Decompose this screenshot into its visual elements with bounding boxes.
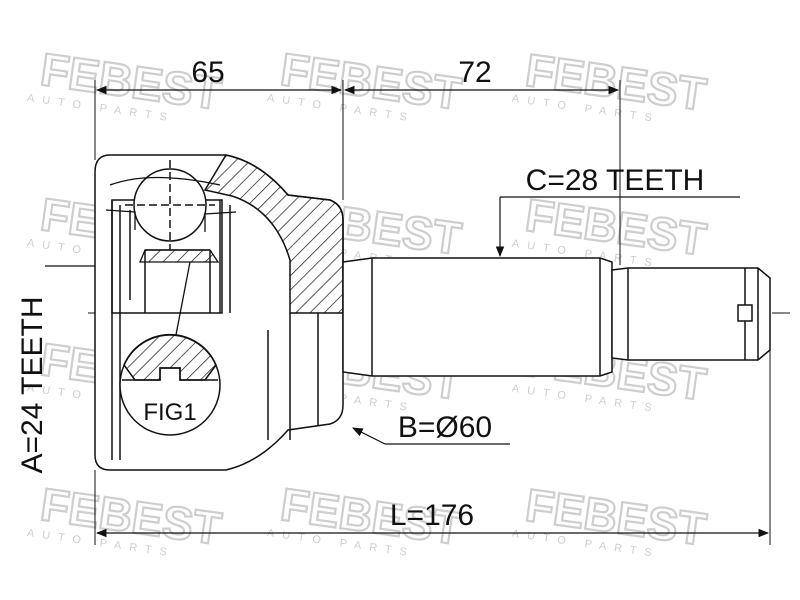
ball-bearing [125,160,215,250]
output-shaft [342,257,771,377]
shaft-spline-section [342,257,613,377]
c-teeth-leader [495,196,740,258]
outer-race [94,154,344,471]
cage-section [105,176,237,341]
c-teeth-label: C=28 TEETH [526,164,705,197]
outer-race-section-hatch [203,154,344,314]
b-diameter-leader [352,427,510,445]
shaft-threaded-end [611,267,771,361]
dim-65-label: 65 [191,56,224,89]
fig1-detail: FIG1 [119,333,221,436]
fig1-label: FIG1 [143,399,196,426]
dim-72-label: 72 [458,56,491,89]
a-teeth-label: A=24 TEETH [16,296,49,473]
total-length-label: L=176 [390,499,474,532]
b-diameter-label: B=Ø60 [398,411,492,444]
